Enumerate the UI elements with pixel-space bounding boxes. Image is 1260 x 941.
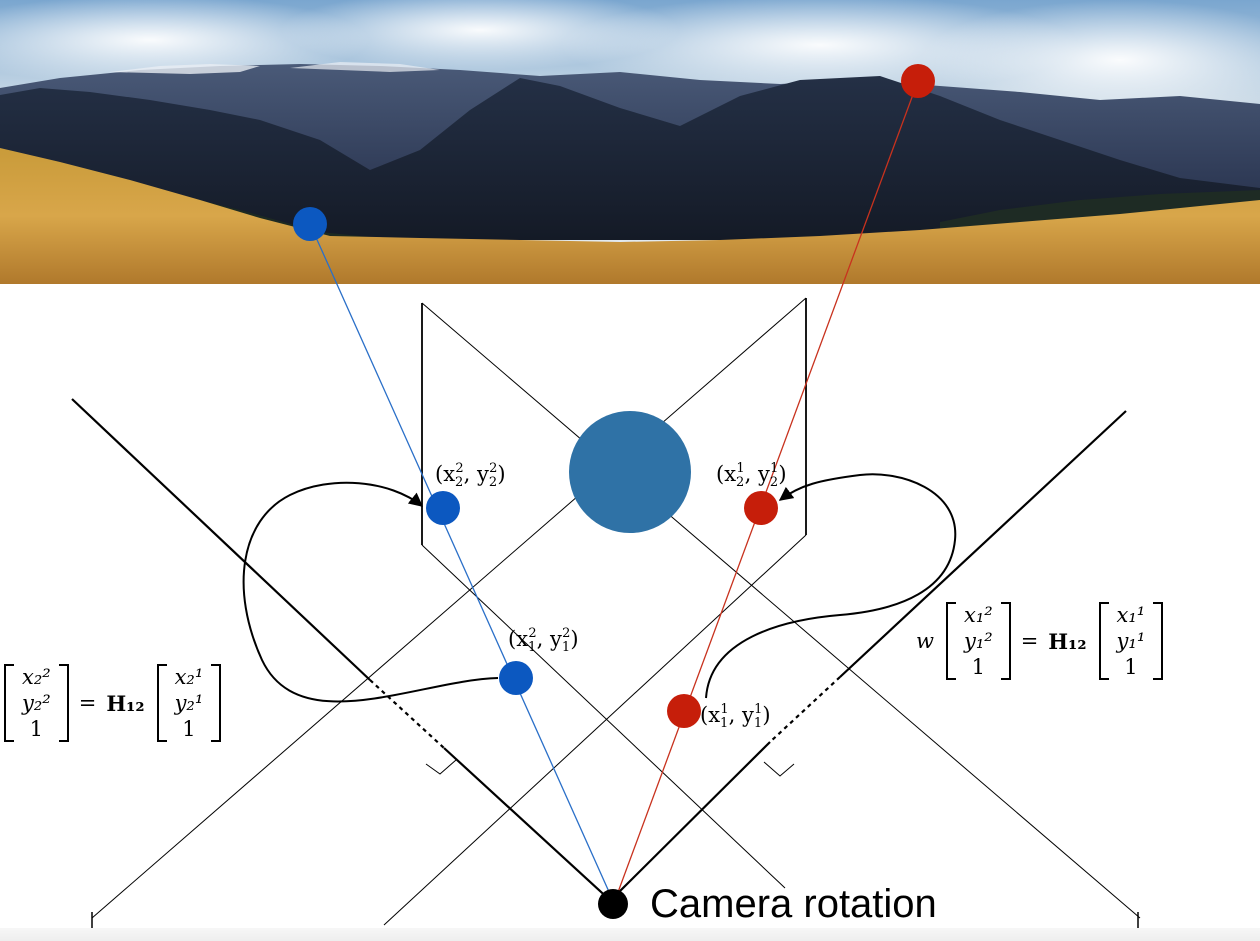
homography-symbol: H₁₂ bbox=[1048, 628, 1087, 654]
left-warp-arrow bbox=[242, 481, 499, 703]
vector-entry: y₂¹ bbox=[174, 691, 204, 715]
vector-entry: x₁² bbox=[963, 603, 993, 627]
homography-symbol: H₁₂ bbox=[106, 690, 145, 716]
vector-entry: 1 bbox=[29, 717, 44, 741]
panorama-photo bbox=[0, 0, 1260, 284]
vector-entry: y₁¹ bbox=[1116, 629, 1146, 653]
blue-ray bbox=[309, 223, 615, 904]
vector-entry: x₁¹ bbox=[1116, 603, 1146, 627]
projection-planes bbox=[71, 297, 1141, 928]
right-homography-equation: w x₁² y₁² 1 = H₁₂ x₁¹ y₁¹ 1 bbox=[916, 602, 1163, 680]
label-left-upper: (x22, y22) bbox=[435, 461, 506, 490]
scale-factor: w bbox=[916, 629, 934, 653]
vector-entry: 1 bbox=[1124, 655, 1138, 679]
vector-entry: 1 bbox=[971, 655, 986, 679]
left-rhs-vector: x₂¹ y₂¹ 1 bbox=[156, 664, 222, 742]
footer-bar bbox=[0, 928, 1260, 941]
left-homography-equation: x₂² y₂² 1 = H₁₂ x₂¹ y₂¹ 1 bbox=[4, 664, 221, 742]
right-warp-arrow bbox=[705, 473, 957, 699]
right-lhs-vector: x₁² y₁² 1 bbox=[945, 602, 1011, 680]
camera-rotation-label: Camera rotation bbox=[650, 882, 937, 926]
vector-entry: x₂² bbox=[22, 665, 51, 689]
vector-entry: y₂² bbox=[22, 691, 51, 715]
vector-entry: 1 bbox=[182, 717, 196, 741]
blue-point-lower bbox=[499, 661, 533, 695]
blue-point-upper bbox=[426, 491, 460, 525]
blue-point-photo bbox=[293, 207, 327, 241]
right-rhs-vector: x₁¹ y₁¹ 1 bbox=[1098, 602, 1164, 680]
red-point-upper bbox=[744, 491, 778, 525]
center-disc bbox=[569, 411, 691, 533]
vector-entry: y₁² bbox=[963, 629, 993, 653]
red-point-photo bbox=[901, 64, 935, 98]
equals-sign: = bbox=[1020, 629, 1039, 653]
vector-entry: x₂¹ bbox=[174, 665, 204, 689]
equals-sign: = bbox=[78, 691, 97, 715]
left-lhs-vector: x₂² y₂² 1 bbox=[4, 664, 69, 742]
label-right-upper: (x21, y21) bbox=[716, 461, 787, 490]
label-right-lower: (x11, y11) bbox=[700, 702, 771, 731]
camera-center bbox=[598, 889, 628, 919]
red-point-lower bbox=[667, 694, 701, 728]
label-left-lower: (x12, y12) bbox=[508, 626, 579, 655]
